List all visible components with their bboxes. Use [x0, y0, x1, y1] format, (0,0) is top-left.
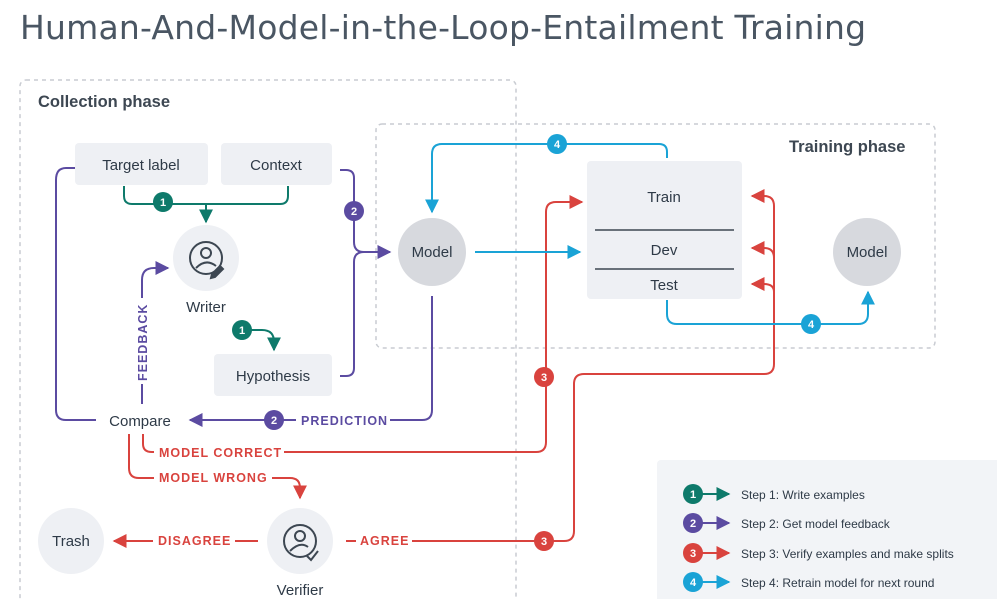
edge-compare-to-writer — [141, 261, 170, 404]
svg-text:3: 3 — [690, 548, 696, 560]
train-label: Train — [647, 189, 681, 206]
svg-text:4: 4 — [690, 577, 697, 589]
model-correct-label: MODEL CORRECT — [159, 446, 282, 460]
svg-text:1: 1 — [160, 197, 166, 209]
model-wrong-label-bg — [154, 469, 272, 487]
edge-agree-to-dev — [750, 241, 775, 300]
legend-item-step1: 1 Step 1: Write examples — [683, 484, 865, 504]
edge-writer-to-hypothesis — [233, 329, 281, 352]
badge-step2-a: 2 — [344, 201, 364, 221]
edge-test-to-model-training — [666, 290, 875, 325]
edge-target-to-writer — [123, 186, 206, 205]
badge-step3-b: 3 — [534, 531, 554, 551]
svg-text:4: 4 — [808, 319, 815, 331]
legend-label-step3: Step 3: Verify examples and make splits — [741, 547, 954, 561]
compare-label: Compare — [109, 413, 171, 430]
feedback-label-bg — [133, 298, 151, 384]
model-collection-text: Model — [412, 244, 453, 261]
context-text: Context — [250, 157, 303, 174]
training-phase-label: Training phase — [789, 138, 905, 156]
badge-step4-b: 4 — [801, 314, 821, 334]
edge-context-to-writer — [206, 186, 289, 205]
legend-item-step3: 3 Step 3: Verify examples and make split… — [683, 543, 954, 563]
svg-text:3: 3 — [541, 536, 547, 548]
model-wrong-label: MODEL WRONG — [159, 471, 268, 485]
legend-item-step4: 4 Step 4: Retrain model for next round — [683, 572, 934, 592]
model-training-text: Model — [847, 244, 888, 261]
prediction-label-bg — [296, 411, 390, 429]
verifier-icon — [283, 524, 319, 562]
target-label-node — [75, 143, 208, 185]
svg-text:1: 1 — [690, 489, 696, 501]
svg-text:2: 2 — [351, 206, 357, 218]
svg-text:4: 4 — [554, 139, 561, 151]
svg-text:1: 1 — [239, 325, 245, 337]
disagree-label-bg — [153, 532, 235, 550]
writer-label: Writer — [186, 299, 226, 316]
badge-step1-a: 1 — [153, 192, 173, 212]
svg-text:2: 2 — [690, 518, 696, 530]
model-correct-label-bg — [154, 443, 284, 461]
legend-label-step2: Step 2: Get model feedback — [741, 517, 891, 531]
edge-hypothesis-to-model — [340, 251, 365, 377]
collection-phase-label: Collection phase — [38, 93, 170, 111]
dev-label: Dev — [651, 242, 678, 259]
collection-phase-box — [19, 79, 517, 599]
context-node — [221, 143, 332, 185]
edge-model-correct-to-train — [142, 195, 584, 453]
trash-node — [38, 508, 104, 574]
badge-step1-b: 1 — [232, 320, 252, 340]
model-collection-node — [398, 218, 466, 286]
target-label-text: Target label — [102, 157, 180, 174]
test-label: Test — [650, 277, 678, 294]
legend-item-step2: 2 Step 2: Get model feedback — [683, 513, 891, 533]
verifier-label: Verifier — [277, 582, 324, 599]
svg-text:3: 3 — [541, 372, 547, 384]
badge-step4-a: 4 — [547, 134, 567, 154]
badge-step2-b: 2 — [264, 410, 284, 430]
legend-panel — [657, 460, 997, 599]
model-training-node — [833, 218, 901, 286]
hypothesis-text: Hypothesis — [236, 368, 310, 385]
disagree-label: DISAGREE — [158, 534, 231, 548]
legend-label-step1: Step 1: Write examples — [741, 488, 865, 502]
edge-verifier-to-splits — [346, 277, 775, 542]
badge-step3-a: 3 — [534, 367, 554, 387]
feedback-label: FEEDBACK — [136, 304, 150, 381]
legend-label-step4: Step 4: Retrain model for next round — [741, 576, 934, 590]
edge-compare-to-target — [55, 167, 96, 421]
agree-label: AGREE — [360, 534, 409, 548]
training-phase-box — [375, 123, 936, 349]
page-title: Human-And-Model-in-the-Loop-Entailment T… — [20, 8, 867, 47]
edge-model-to-compare — [188, 296, 433, 427]
svg-text:2: 2 — [271, 415, 277, 427]
trash-label: Trash — [52, 533, 90, 550]
agree-label-bg — [356, 532, 412, 550]
prediction-label: PREDICTION — [301, 414, 388, 428]
edge-agree-to-train — [750, 189, 775, 260]
hypothesis-node — [214, 354, 332, 396]
writer-icon — [189, 241, 225, 280]
